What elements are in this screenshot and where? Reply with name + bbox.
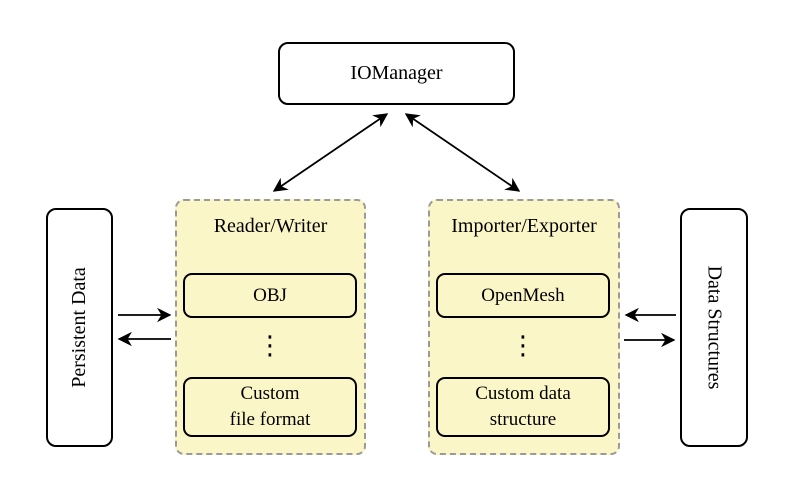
box-openmesh: OpenMesh (436, 273, 610, 318)
node-iomanager-label: IOManager (350, 62, 443, 84)
arrow-iomanager-readerwriter (272, 113, 389, 192)
box-obj: OBJ (183, 273, 357, 318)
node-data-structures: Data Structures (680, 208, 748, 447)
node-data-structures-label: Data Structures (703, 265, 726, 390)
panel-importer-exporter-title: Importer/Exporter (451, 215, 597, 237)
box-custom-file-format: Custom file format (183, 377, 357, 437)
node-iomanager: IOManager (278, 42, 515, 105)
panel-reader-writer-title: Reader/Writer (213, 215, 328, 237)
vertical-dots-left: ⋮ (257, 331, 283, 361)
arrow-iomanager-importerexporter (404, 113, 521, 192)
box-custom-data-structure: Custom data structure (436, 377, 610, 437)
vertical-dots-right: ⋮ (510, 331, 536, 361)
node-persistent-data-label: Persistent Data (68, 267, 90, 388)
node-persistent-data: Persistent Data (46, 208, 113, 447)
